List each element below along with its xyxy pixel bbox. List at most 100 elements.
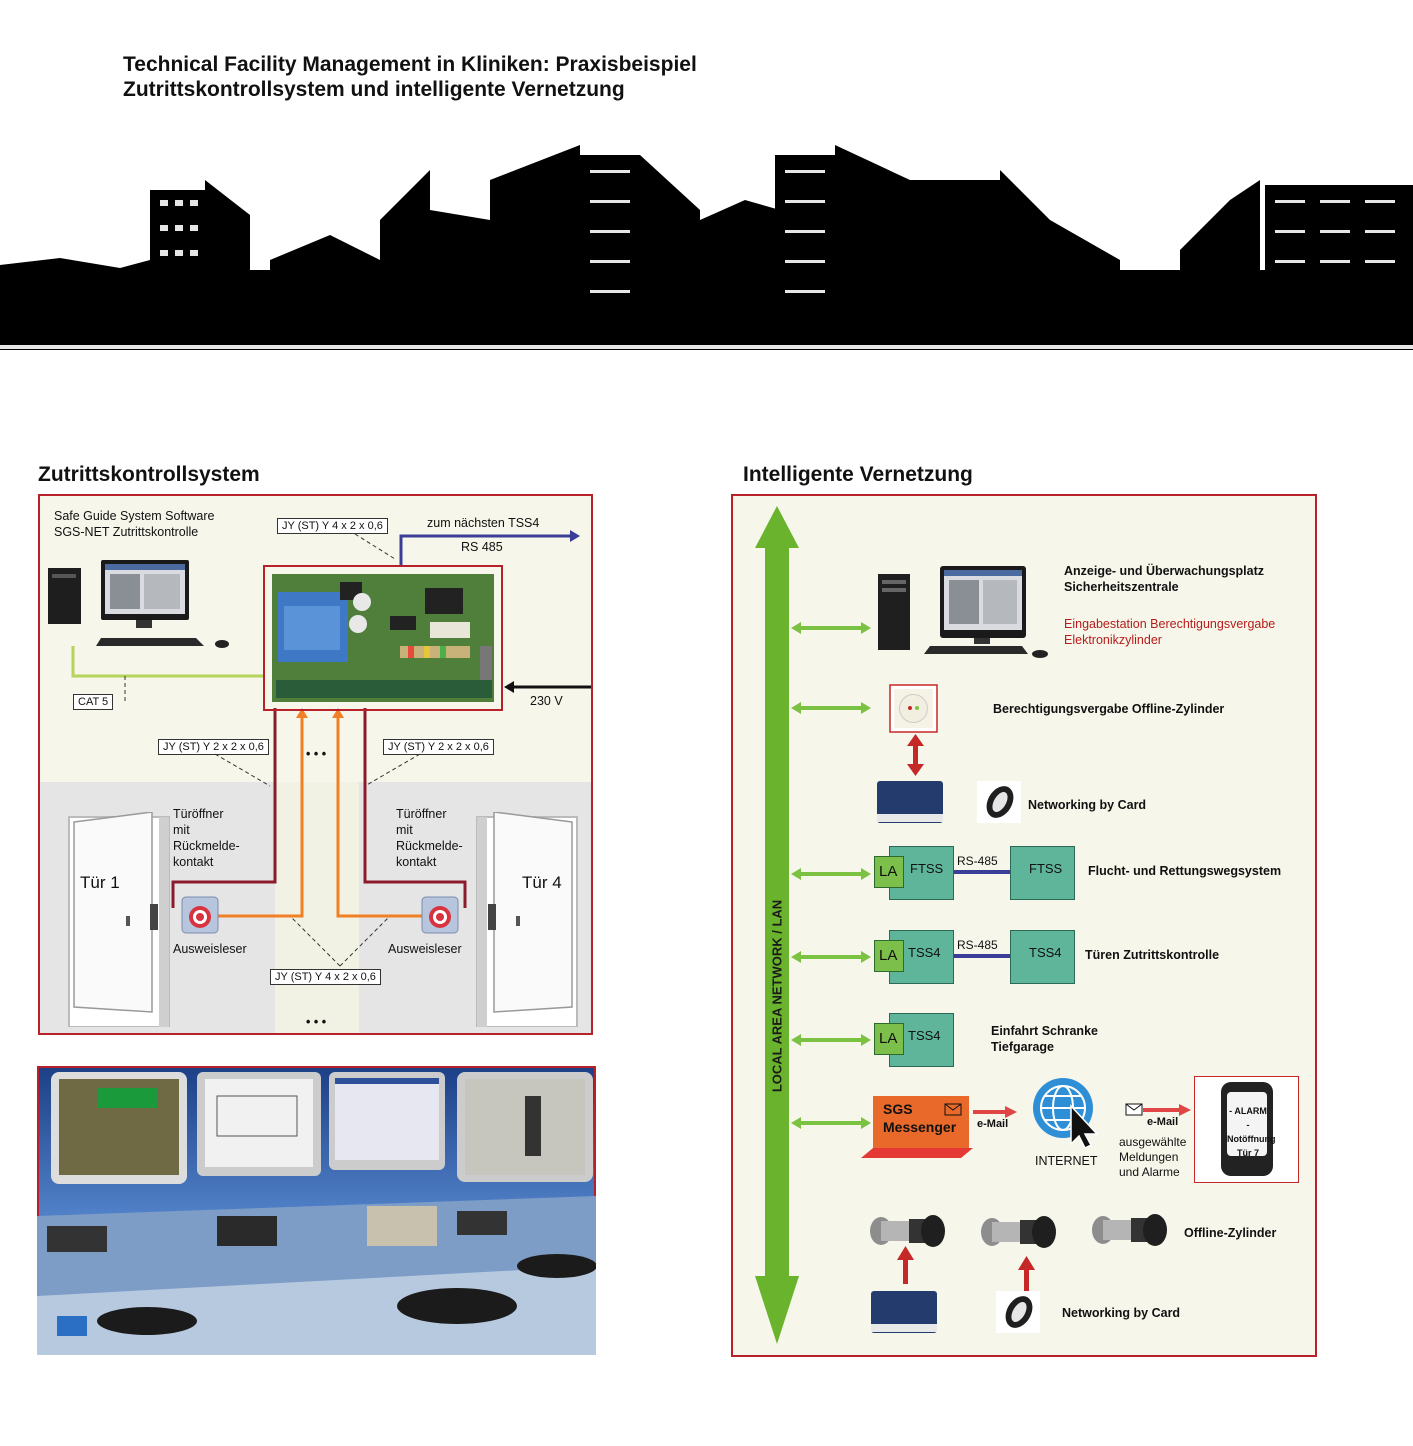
software-label: Safe Guide System Software SGS-NET Zutri… (54, 508, 215, 540)
opener-left-line: Rückmelde- (173, 839, 240, 853)
page-title: Technical Facility Management in Klinike… (123, 52, 697, 102)
alarm-message-line: - ALARM - (1229, 1106, 1267, 1130)
cable-label-top: JY (ST) Y 4 x 2 x 0,6 (277, 518, 388, 534)
networking-card-label-2: Networking by Card (1062, 1306, 1181, 1320)
230v-label: 230 V (530, 694, 563, 708)
ftss-module-b-label: FTSS (1029, 861, 1063, 876)
opener-right-line: kontakt (396, 855, 437, 869)
selected-alarms-line: und Alarme (1119, 1165, 1180, 1179)
row3-label: Networking by Card (1028, 798, 1147, 812)
card-reader-left-icon (181, 896, 219, 934)
row5-label: Türen Zutrittskontrolle (1085, 948, 1220, 962)
door-opener-left-label: Türöffner mit Rückmelde- kontakt (173, 806, 240, 870)
messenger-label-line: SGS (883, 1101, 913, 1117)
row1-title: Anzeige- und Überwachungsplatz Sicherhei… (1064, 563, 1264, 595)
opener-right-line: mit (396, 823, 413, 837)
door-1-icon (68, 812, 170, 1027)
dots-bottom: • • • (306, 1015, 327, 1029)
reader-right-label: Ausweisleser (388, 942, 462, 956)
ftss-module-b: FTSS (1010, 846, 1075, 900)
software-line-2: SGS-NET Zutrittskontrolle (54, 525, 199, 539)
row4-label: Flucht- und Rettungswegsystem (1088, 864, 1282, 878)
row6-label-line: Tiefgarage (991, 1040, 1054, 1054)
title-line-2: Zutrittskontrollsystem und intelligente … (123, 78, 625, 101)
la-module-5: LA (874, 940, 904, 972)
row1-subtitle-line: Elektronikzylinder (1064, 633, 1162, 647)
control-room-photo (37, 1066, 596, 1355)
opener-left-line: kontakt (173, 855, 214, 869)
email-label-1: e-Mail (977, 1118, 1009, 1130)
network-lines (755, 506, 1191, 1344)
row1-subtitle: Eingabestation Berechtigungsvergabe Elek… (1064, 616, 1275, 648)
cable-label-right: JY (ST) Y 2 x 2 x 0,6 (383, 739, 494, 755)
corridor-center (275, 782, 359, 1033)
row4-rs485: RS-485 (957, 854, 998, 868)
selected-alarms-label: ausgewählte Meldungen und Alarme (1119, 1135, 1186, 1180)
ftss-module-a-label: FTSS (910, 861, 944, 876)
tss4-module-b-label: TSS4 (1029, 945, 1062, 960)
skyline-image (0, 145, 1413, 350)
la-module-4: LA (874, 856, 904, 888)
la-module-6-label: LA (879, 1030, 898, 1047)
cable-label-bottom: JY (ST) Y 4 x 2 x 0,6 (270, 969, 381, 985)
row1-subtitle-line: Eingabestation Berechtigungsvergabe (1064, 617, 1276, 631)
door-opener-right-label: Türöffner mit Rückmelde- kontakt (396, 806, 463, 870)
door-4-label: Tür 4 (522, 873, 562, 892)
internet-label: INTERNET (1035, 1154, 1098, 1168)
dots-top: • • • (306, 747, 327, 761)
selected-alarms-line: ausgewählte (1119, 1135, 1187, 1149)
row1-title-line: Sicherheitszentrale (1064, 580, 1179, 594)
tss4-module-c-label: TSS4 (908, 1028, 941, 1043)
right-section-heading: Intelligente Vernetzung (743, 463, 973, 486)
row6-label-line: Einfahrt Schranke (991, 1024, 1098, 1038)
messenger-label: SGS Messenger (883, 1100, 956, 1136)
access-card-icon-2 (871, 1291, 937, 1333)
offline-cylinder-icon-3 (1092, 1214, 1167, 1246)
rs485-label: RS 485 (461, 540, 503, 554)
row5-rs485: RS-485 (957, 938, 998, 952)
workstation-pc-icon (48, 560, 229, 648)
cable-label-left: JY (ST) Y 2 x 2 x 0,6 (158, 739, 269, 755)
opener-left-line: mit (173, 823, 190, 837)
la-module-4-label: LA (879, 863, 898, 880)
tss4-module-a-label: TSS4 (908, 945, 941, 960)
key-fob-icon-2 (996, 1291, 1040, 1333)
security-center-pc-icon (878, 566, 1048, 658)
opener-right-line: Rückmelde- (396, 839, 463, 853)
offline-cylinder-icon-1 (870, 1215, 945, 1247)
reader-left-label: Ausweisleser (173, 942, 247, 956)
lan-label: LOCAL AREA NETWORK / LAN (769, 899, 785, 1093)
encoder-device-icon (889, 684, 938, 733)
left-section-heading: Zutrittskontrollsystem (38, 463, 260, 486)
row2-label: Berechtigungsvergabe Offline-Zylinder (993, 702, 1225, 716)
internet-globe-icon (1033, 1078, 1099, 1148)
card-reader-right-icon (421, 896, 459, 934)
row6-label: Einfahrt Schranke Tiefgarage (991, 1023, 1098, 1055)
cat5-label: CAT 5 (73, 694, 114, 710)
email-label-2: e-Mail (1147, 1116, 1179, 1128)
title-line-1: Technical Facility Management in Klinike… (123, 53, 697, 76)
offline-cylinder-label: Offline-Zylinder (1184, 1226, 1277, 1240)
next-tss4-label: zum nächsten TSS4 (427, 516, 540, 530)
software-line-1: Safe Guide System Software (54, 509, 215, 523)
door-1-label: Tür 1 (80, 873, 120, 892)
alarm-message: - ALARM - Notöffnung Tür 7 (1227, 1104, 1276, 1160)
key-fob-icon (977, 781, 1021, 823)
alarm-message-line: Notöffnung (1227, 1134, 1276, 1144)
selected-alarms-line: Meldungen (1119, 1150, 1179, 1164)
access-card-icon (877, 781, 943, 823)
sgs-messenger-box (861, 1096, 973, 1158)
opener-left-line: Türöffner (173, 807, 224, 821)
envelope-icon (1125, 1103, 1143, 1116)
offline-cylinder-icon-2 (981, 1216, 1056, 1248)
la-module-6: LA (874, 1023, 904, 1055)
row1-title-line: Anzeige- und Überwachungsplatz (1064, 564, 1265, 578)
messenger-label-line: Messenger (883, 1119, 957, 1135)
wiring-lines (71, 530, 591, 967)
la-module-5-label: LA (879, 947, 898, 964)
alarm-message-line: Tür 7 (1236, 1148, 1259, 1158)
opener-right-line: Türöffner (396, 807, 447, 821)
door-4-icon (476, 812, 578, 1027)
mobile-phone-icon (1221, 1082, 1273, 1176)
tss4-module-b: TSS4 (1010, 930, 1075, 984)
